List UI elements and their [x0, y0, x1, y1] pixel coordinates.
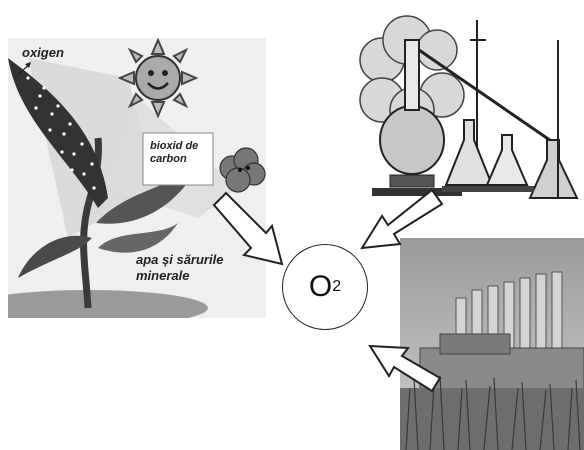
arrow-from-factory-icon — [370, 346, 440, 391]
arrow-from-lab-icon — [362, 190, 442, 248]
arrow-from-plant-icon — [214, 193, 282, 264]
oxygen-symbol: O — [309, 270, 332, 304]
oxygen-subscript: 2 — [332, 278, 341, 296]
